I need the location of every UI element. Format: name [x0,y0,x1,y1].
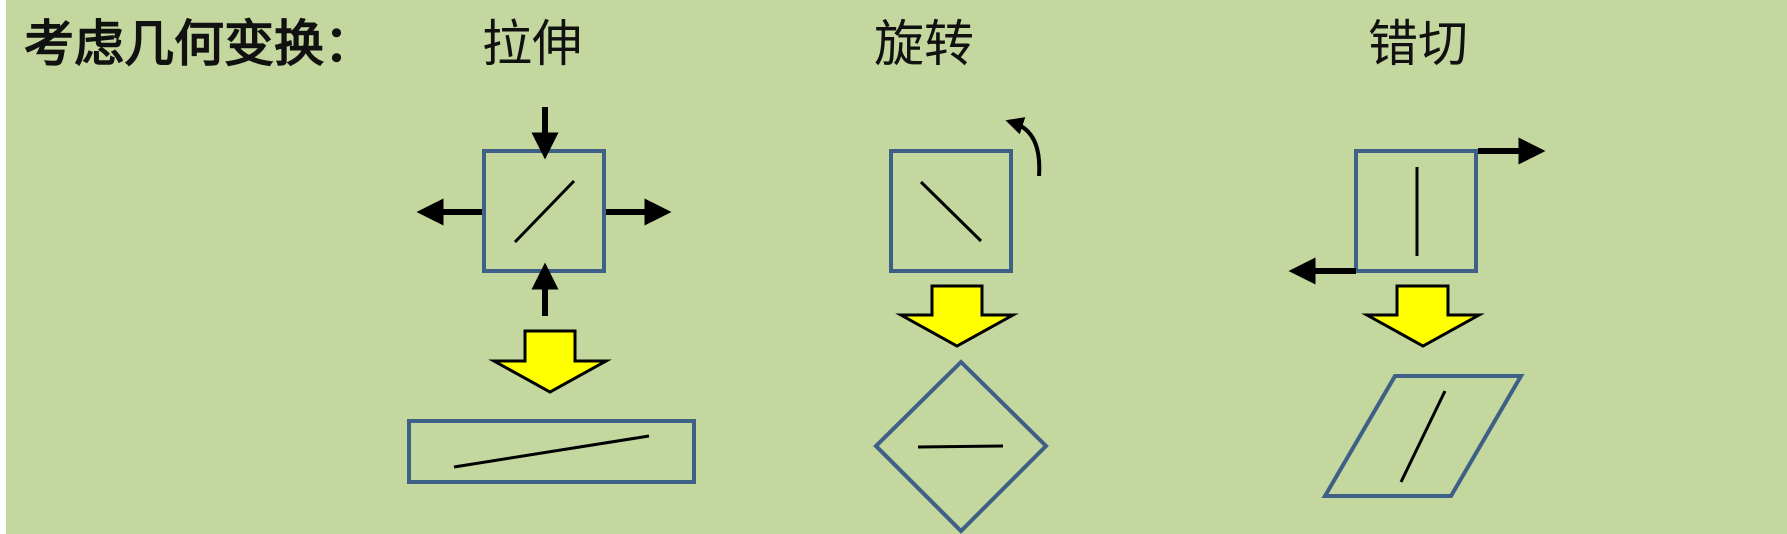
stretch-result-segment [453,434,650,469]
stretch-result-arrow-icon [488,329,612,394]
rotate-original-segment [919,180,983,243]
rotate-original-square [889,149,1013,273]
stretch-group [407,107,696,484]
shear-group [1288,137,1546,498]
rotate-label: 旋转 [874,15,974,73]
rotate-group [873,117,1049,534]
slide-background [6,0,1787,534]
stretch-label: 拉伸 [482,15,582,73]
shear-label: 错切 [1368,15,1468,73]
page-title: 考虑几何变换： [24,14,374,73]
shear-result-segment [1399,390,1447,483]
rotate-result-segment [917,444,1004,449]
shear-result-parallelogram [1321,374,1525,498]
rotate-result-diamond [873,359,1049,534]
stretch-original-segment [513,179,576,244]
shear-result-arrow-icon [1361,284,1485,348]
stretch-result-rectangle [407,419,696,484]
rotate-result-arrow-icon [895,284,1019,348]
shear-original-square [1354,149,1478,273]
rotate-curved-arrow-icon [1005,117,1042,177]
